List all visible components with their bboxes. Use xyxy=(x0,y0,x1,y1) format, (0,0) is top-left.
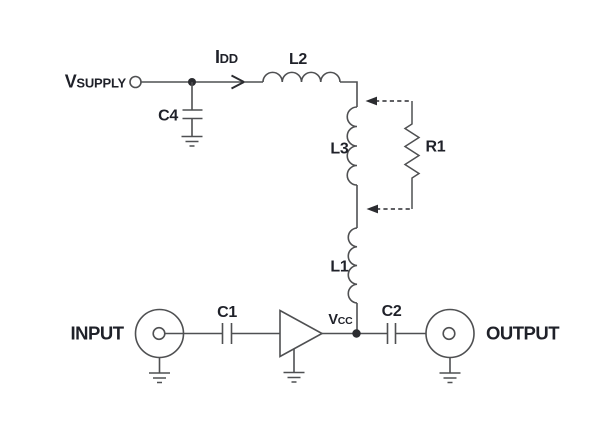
ground-symbol xyxy=(439,372,461,384)
r1-bottom-arrowhead xyxy=(366,204,378,214)
l3-inductor xyxy=(346,106,358,228)
ground-symbol xyxy=(283,371,305,383)
idd-label: IDD xyxy=(215,47,238,67)
r1-label: R1 xyxy=(426,139,446,156)
r1-zigzag xyxy=(403,101,421,209)
c2-label: C2 xyxy=(382,303,402,320)
amplifier-triangle xyxy=(279,309,324,358)
vsupply-terminal-circle xyxy=(129,75,142,89)
input-port-label: INPUT xyxy=(71,323,125,344)
r1-top-arrowhead xyxy=(365,96,377,106)
c2-plates xyxy=(386,323,397,344)
ground-symbol xyxy=(181,135,203,147)
input-bnc-inner-circle xyxy=(152,326,166,341)
supply-branch xyxy=(129,74,263,90)
r1-resistor xyxy=(365,96,421,214)
current-direction-arrow xyxy=(231,74,245,90)
c1-capacitor xyxy=(221,323,280,344)
l2-coil xyxy=(262,71,341,83)
output-port-label: OUTPUT xyxy=(486,323,560,344)
vcc-label: VCC xyxy=(328,312,353,328)
l3-label: L3 xyxy=(330,141,348,158)
c4-capacitor xyxy=(181,82,203,147)
l1-label: L1 xyxy=(330,259,348,276)
amplifier xyxy=(279,309,388,383)
l2-inductor xyxy=(262,71,358,107)
output-bnc-inner-circle xyxy=(442,326,456,341)
l1-inductor xyxy=(347,227,358,334)
c1-plates xyxy=(221,323,233,344)
input-connector xyxy=(134,308,223,384)
c4-label: C4 xyxy=(158,108,178,125)
c4-plates xyxy=(182,109,203,120)
l1-coil xyxy=(347,227,358,304)
l3-coil xyxy=(346,106,358,186)
output-connector xyxy=(425,308,475,384)
c1-label: C1 xyxy=(217,304,237,321)
l2-to-l3-wire xyxy=(340,81,358,107)
vsupply-label: VSUPPLY xyxy=(65,72,127,92)
ground-symbol xyxy=(149,372,170,384)
vcc-junction-dot xyxy=(352,329,361,338)
l2-label: L2 xyxy=(289,51,307,68)
